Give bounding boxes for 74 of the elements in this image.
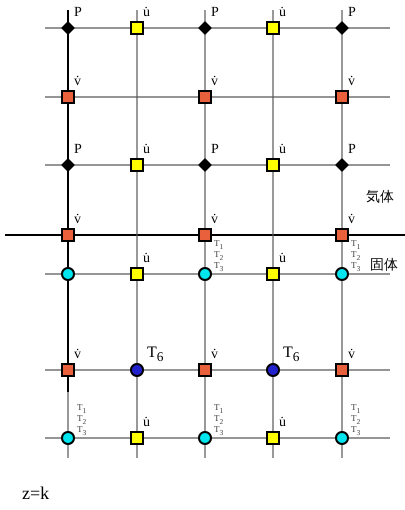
variable-label: P [74,6,82,20]
variable-label: v̇ [211,348,218,362]
variable-label: u̇ [143,252,150,266]
temperature-label: T$_{3}$ [214,425,224,436]
variable-label: P [348,143,356,157]
circle-marker [335,431,349,445]
coordinate-label: z=k [22,484,50,502]
variable-label: u̇ [279,416,286,430]
phase-label: 気体 [366,190,394,204]
diamond-marker [61,158,75,172]
square-marker [61,90,75,104]
circle-marker [61,267,75,281]
temperature-label: T$_{2}$ [77,414,86,426]
variable-label: u̇ [279,143,286,157]
temperature-label: T$_{6}$ [283,345,300,364]
diamond-marker [335,21,349,35]
temperature-label: T$_{3}$ [351,425,360,436]
square-marker [61,228,75,242]
diamond-marker [198,21,212,35]
square-marker [335,228,349,242]
square-marker [335,90,349,104]
square-marker [335,363,349,377]
circle-marker [61,431,75,445]
diamond-marker [335,158,349,172]
variable-label: P [74,143,82,157]
temperature-label: T$_{2}$ [214,250,224,262]
variable-label: P [348,6,356,20]
square-marker [266,21,280,35]
variable-label: u̇ [143,416,150,430]
variable-label: u̇ [279,6,286,20]
temperature-label: T$_{3}$ [77,425,86,436]
square-marker [130,431,144,445]
variable-label: v̇ [348,213,355,227]
square-marker [130,21,144,35]
circle-marker [130,363,144,377]
temperature-label: T$_{1}$ [77,403,86,414]
variable-label: v̇ [211,75,218,89]
variable-label: u̇ [143,6,150,20]
variable-label: u̇ [279,252,286,266]
variable-label: v̇ [74,213,81,227]
temperature-label: T$_{2}$ [351,250,360,262]
variable-label: v̇ [74,75,81,89]
circle-marker [198,431,212,445]
temperature-label: T$_{2}$ [214,414,224,426]
diamond-marker [198,158,212,172]
square-marker [130,158,144,172]
variable-label: v̇ [348,348,355,362]
square-marker [130,267,144,281]
diamond-marker [61,21,75,35]
variable-label: P [211,6,219,20]
temperature-label: T$_{1}$ [351,403,360,414]
temperature-label: T$_{1}$ [214,239,224,250]
temperature-label: T$_{6}$ [147,345,164,364]
circle-marker [335,267,349,281]
square-marker [198,228,212,242]
square-marker [266,431,280,445]
circle-marker [266,363,280,377]
square-marker [266,158,280,172]
temperature-label: T$_{1}$ [351,239,360,250]
temperature-label: T$_{3}$ [214,261,224,272]
variable-label: u̇ [143,143,150,157]
temperature-label: T$_{3}$ [351,261,360,272]
square-marker [266,267,280,281]
square-marker [61,363,75,377]
variable-label: P [211,143,219,157]
variable-label: v̇ [74,348,81,362]
temperature-label: T$_{1}$ [214,403,224,414]
phase-label: 固体 [370,258,398,272]
square-marker [198,363,212,377]
square-marker [198,90,212,104]
variable-label: v̇ [211,213,218,227]
temperature-label: T$_{2}$ [351,414,360,426]
circle-marker [198,267,212,281]
variable-label: v̇ [348,75,355,89]
